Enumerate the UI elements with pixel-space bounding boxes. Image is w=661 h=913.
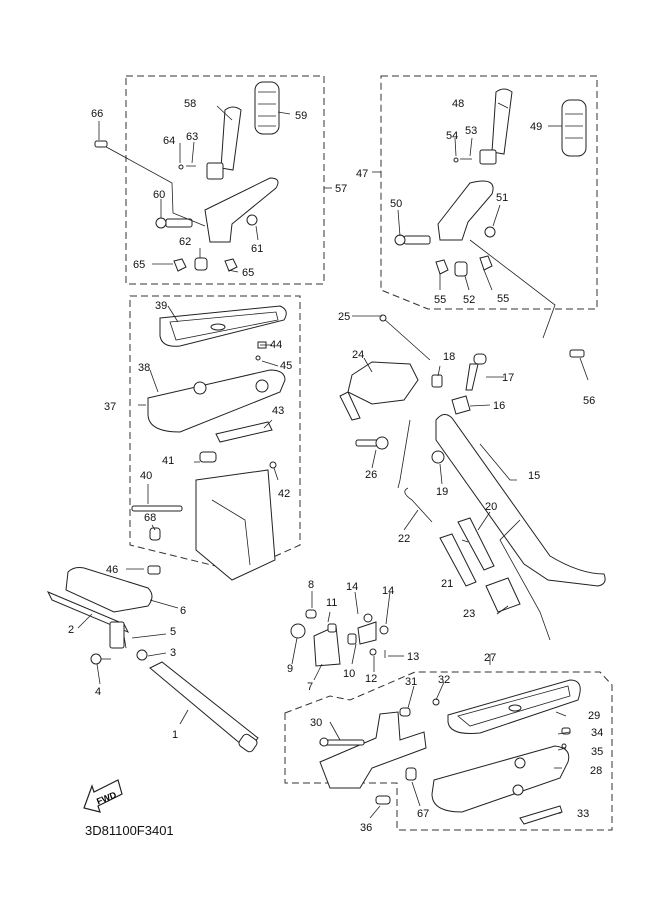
callout-9: 9 [287, 663, 293, 675]
sidestand-assembly [339, 314, 606, 641]
callout-53: 53 [465, 125, 477, 137]
callout-3: 3 [170, 647, 176, 659]
callout-56: 56 [583, 395, 595, 407]
callout-16: 16 [493, 400, 505, 412]
callout-22: 22 [398, 533, 410, 545]
callout-21: 21 [441, 578, 453, 590]
callout-24: 24 [352, 349, 364, 361]
callout-11: 11 [326, 597, 337, 609]
callout-54: 54 [446, 130, 458, 142]
callout-61: 61 [251, 243, 263, 255]
callout-23: 23 [463, 608, 475, 620]
callout-13: 13 [407, 651, 419, 663]
callout-63: 63 [186, 131, 198, 143]
callout-4: 4 [95, 686, 101, 698]
callout-29: 29 [588, 710, 600, 722]
callout-1: 1 [172, 729, 178, 741]
callout-28: 28 [590, 765, 602, 777]
drawing-code: 3D81100F3401 [85, 823, 174, 838]
callout-65b: 65 [242, 267, 254, 279]
callout-58: 58 [184, 98, 196, 110]
callout-47: 47 [356, 168, 368, 180]
callout-67: 67 [417, 808, 429, 820]
callout-31: 31 [405, 676, 417, 688]
callout-20: 20 [485, 501, 497, 513]
rider-floorboard-left-assembly [131, 305, 287, 581]
callout-65a: 65 [133, 259, 145, 271]
callout-68: 68 [144, 512, 156, 524]
passenger-peg-left-assembly [94, 81, 280, 272]
callout-55a: 55 [434, 294, 446, 306]
group-box-47 [380, 75, 598, 310]
callout-37: 37 [104, 401, 116, 413]
callout-14b: 14 [382, 585, 394, 597]
brake-linkage [290, 609, 389, 667]
callout-26: 26 [365, 469, 377, 481]
callout-41: 41 [162, 455, 174, 467]
callout-7: 7 [307, 681, 313, 693]
callout-5: 5 [170, 626, 176, 638]
callout-34: 34 [591, 727, 603, 739]
callout-43: 43 [272, 405, 284, 417]
leader-lines [77, 102, 589, 819]
callout-6: 6 [180, 605, 186, 617]
callout-46: 46 [106, 564, 118, 576]
callout-44: 44 [270, 339, 282, 351]
callout-64: 64 [163, 135, 175, 147]
callout-8: 8 [308, 579, 314, 591]
callout-18: 18 [443, 351, 455, 363]
callout-27: 27 [484, 652, 496, 664]
callout-40: 40 [140, 470, 152, 482]
brake-pedal-assembly [46, 565, 259, 753]
callout-59: 59 [295, 110, 307, 122]
callout-55b: 55 [497, 293, 509, 305]
callout-62: 62 [179, 236, 191, 248]
callout-50: 50 [390, 198, 402, 210]
callout-49: 49 [530, 121, 542, 133]
callout-51: 51 [496, 192, 508, 204]
callout-14a: 14 [346, 581, 358, 593]
callout-36: 36 [360, 822, 372, 834]
passenger-peg-right-assembly [394, 88, 587, 358]
callout-42: 42 [278, 488, 290, 500]
callout-33: 33 [577, 808, 589, 820]
callout-35: 35 [591, 746, 603, 758]
callout-30: 30 [310, 717, 322, 729]
callout-38: 38 [138, 362, 150, 374]
callout-17: 17 [502, 372, 514, 384]
callout-25: 25 [338, 311, 350, 323]
callout-12: 12 [365, 673, 377, 685]
callout-60: 60 [153, 189, 165, 201]
callout-66: 66 [91, 108, 103, 120]
callout-39: 39 [155, 300, 167, 312]
group-box-57 [125, 75, 325, 285]
callout-32: 32 [438, 674, 450, 686]
callout-52: 52 [463, 294, 475, 306]
callout-10: 10 [343, 668, 355, 680]
callout-45: 45 [280, 360, 292, 372]
callout-15: 15 [528, 470, 540, 482]
callout-48: 48 [452, 98, 464, 110]
callout-labels: 1 2 3 4 5 6 7 8 9 10 11 12 13 14 14 15 1… [68, 98, 603, 834]
callout-57: 57 [335, 183, 347, 195]
callout-19: 19 [436, 486, 448, 498]
callout-2: 2 [68, 624, 74, 636]
rider-floorboard-right-assembly [319, 679, 581, 825]
forward-direction-arrow-icon: FWD [83, 779, 123, 813]
